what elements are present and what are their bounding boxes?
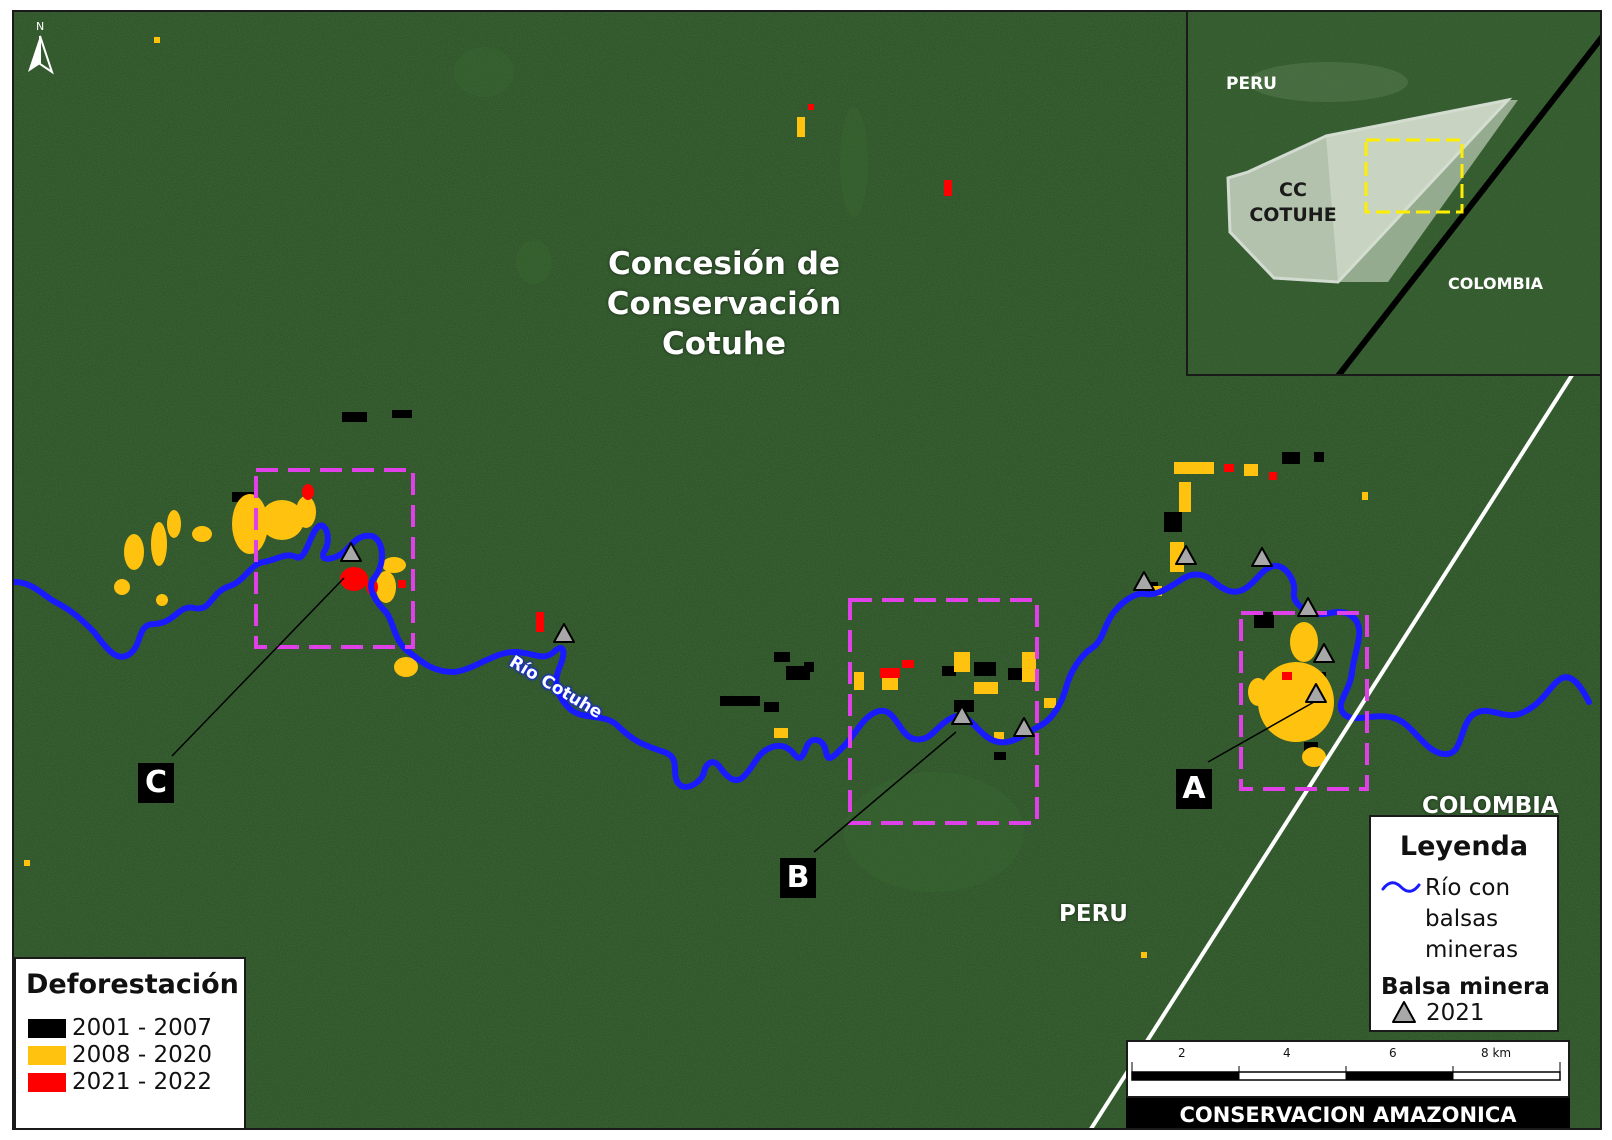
legend-label: 2008 - 2020: [72, 1042, 212, 1068]
raft-marker: [553, 623, 575, 643]
site-marker-a: A: [1176, 769, 1212, 809]
scale-tick-label: 2: [1178, 1046, 1186, 1060]
inset-colombia-label: COLOMBIA: [1448, 274, 1544, 293]
legend-label: 2021 - 2022: [72, 1069, 212, 1095]
credit-text: CONSERVACION AMAZONICA: [1179, 1103, 1517, 1127]
river-legend-line: mineras: [1425, 937, 1519, 963]
raft-marker: [1313, 643, 1335, 663]
north-label: N: [36, 20, 45, 33]
river-legend-line: Río con: [1425, 875, 1511, 901]
inset-concession-extension: [1326, 100, 1518, 282]
inset-map: PERU COLOMBIA CC COTUHE: [1186, 12, 1600, 376]
deforestation-legend: Deforestación 2001 - 2007 2008 - 2020 20…: [14, 957, 246, 1128]
scale-bar: 2 4 6 8 km: [1126, 1040, 1570, 1098]
legend-item-2008-2020: 2008 - 2020: [28, 1042, 212, 1068]
study-area-c: [254, 468, 415, 649]
north-arrow-icon: [28, 35, 54, 75]
river-line-icon: [1381, 881, 1421, 893]
mining-rafts-2021: [340, 542, 1335, 737]
inset-map-canvas: [1188, 12, 1600, 374]
legend-item-2021-2022: 2021 - 2022: [28, 1069, 212, 1095]
leader-line-b: [813, 731, 957, 853]
concession-title: Concesión de Conservación Cotuhe: [574, 244, 874, 364]
legend-swatch: [28, 1045, 66, 1065]
legend-item-2001-2007: 2001 - 2007: [28, 1015, 212, 1041]
credit-bar: CONSERVACION AMAZONICA: [1126, 1098, 1570, 1128]
raft-legend-year: 2021: [1426, 1000, 1485, 1026]
raft-marker: [1251, 547, 1273, 567]
concession-title-line: Concesión de: [608, 246, 840, 282]
raft-marker: [951, 705, 973, 725]
legend-swatch: [28, 1018, 66, 1038]
scale-bar-graphic: [1131, 1062, 1561, 1081]
peru-label: PERU: [1059, 901, 1128, 927]
map-legend: Leyenda Río con balsas mineras Balsa min…: [1369, 815, 1559, 1032]
map-frame: N Concesión de Conservación Cotuhe Río C…: [12, 10, 1602, 1130]
scale-tick-label: 6: [1389, 1046, 1397, 1060]
forest-lighter-patch: [516, 240, 552, 284]
river-legend-label: Río con balsas mineras: [1425, 873, 1555, 966]
raft-marker: [1133, 571, 1155, 591]
raft-legend-title: Balsa minera: [1381, 974, 1550, 1000]
inset-cc-line: COTUHE: [1249, 204, 1337, 226]
raft-marker: [1013, 717, 1035, 737]
inset-peru-label: PERU: [1226, 74, 1277, 94]
raft-marker: [1175, 545, 1197, 565]
leader-line-a: [1207, 701, 1315, 763]
inset-cc-line: CC: [1279, 179, 1307, 201]
map-legend-title: Leyenda: [1399, 831, 1529, 862]
concession-title-line: Conservación: [606, 286, 842, 322]
scale-tick-label: 8 km: [1481, 1046, 1512, 1060]
inset-focus-box: [1364, 138, 1464, 214]
scale-tick-label: 4: [1283, 1046, 1291, 1060]
raft-triangle-icon: [1392, 1001, 1416, 1023]
north-arrow: N: [22, 18, 58, 80]
site-marker-b: B: [780, 858, 816, 898]
river-legend-line: balsas: [1425, 906, 1499, 932]
inset-cc-label: CC COTUHE: [1228, 178, 1358, 228]
concession-title-line: Cotuhe: [661, 326, 787, 362]
deforestation-legend-title: Deforestación: [26, 969, 239, 1000]
raft-marker: [1305, 683, 1327, 703]
forest-lighter-patch: [844, 772, 1024, 892]
deforestation-2008-2020: [24, 37, 1368, 958]
raft-marker: [1297, 597, 1319, 617]
forest-lighter-patch: [454, 47, 514, 97]
colombia-label: COLOMBIA: [1422, 793, 1559, 819]
raft-marker: [340, 542, 362, 562]
study-area-b: [848, 598, 1039, 825]
legend-label: 2001 - 2007: [72, 1015, 212, 1041]
forest-lighter-patch: [840, 107, 868, 217]
legend-swatch: [28, 1072, 66, 1092]
inset-border-line: [1335, 34, 1600, 374]
site-marker-c: C: [138, 763, 174, 803]
leader-line-c: [171, 577, 345, 757]
peru-colombia-border: [1089, 370, 1576, 1128]
study-area-a: [1239, 611, 1369, 791]
